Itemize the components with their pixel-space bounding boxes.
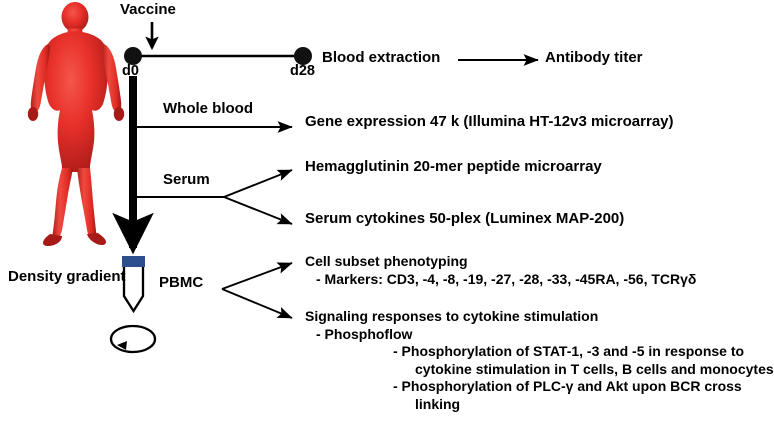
collection-tube-icon	[122, 256, 145, 314]
whole-blood-label: Whole blood	[163, 100, 253, 117]
serum-arrow-lower	[223, 196, 293, 225]
vaccine-label: Vaccine	[120, 1, 176, 18]
serum-output-hemagglutinin: Hemagglutinin 20-mer peptide microarray	[305, 158, 602, 175]
density-gradient-label: Density gradient	[8, 268, 126, 285]
output-item: - Phosphorylation of PLC-γ and Akt upon …	[393, 378, 742, 394]
pbmc-arrow-lower	[221, 288, 293, 319]
human-body-silhouette	[27, 2, 125, 247]
day28-timepoint-dot	[294, 47, 312, 65]
antibody-titer-label: Antibody titer	[545, 49, 643, 66]
blood-extraction-label: Blood extraction	[322, 49, 441, 66]
pbmc-output-signaling-responses: Signaling responses to cytokine stimulat…	[305, 308, 774, 413]
pbmc-output-cell-subset-phenotyping: Cell subset phenotyping - Markers: CD3, …	[305, 253, 696, 288]
serum-arrow-upper	[223, 169, 293, 198]
output-item: cytokine stimulation in T cells, B cells…	[415, 360, 774, 377]
gene-expression-output: Gene expression 47 k (Illumina HT-12v3 m…	[305, 113, 674, 130]
output-title: Signaling responses to cytokine stimulat…	[305, 308, 599, 324]
day0-label: d0	[122, 63, 139, 79]
output-title: Cell subset phenotyping	[305, 253, 468, 269]
day28-label: d28	[290, 63, 315, 79]
centrifuge-rotation-icon	[109, 324, 157, 354]
output-item: - Markers: CD3, -4, -8, -19, -27, -28, -…	[316, 270, 697, 287]
serum-label: Serum	[163, 171, 210, 188]
day0-timepoint-dot	[124, 47, 142, 65]
serum-output-cytokines: Serum cytokines 50-plex (Luminex MAP-200…	[305, 210, 625, 227]
pbmc-label: PBMC	[159, 274, 204, 291]
output-item: - Phosphoflow	[316, 325, 413, 342]
pbmc-arrow-upper	[221, 262, 293, 290]
output-item: - Phosphorylation of STAT-1, -3 and -5 i…	[393, 343, 745, 359]
output-item: linking	[415, 395, 461, 412]
